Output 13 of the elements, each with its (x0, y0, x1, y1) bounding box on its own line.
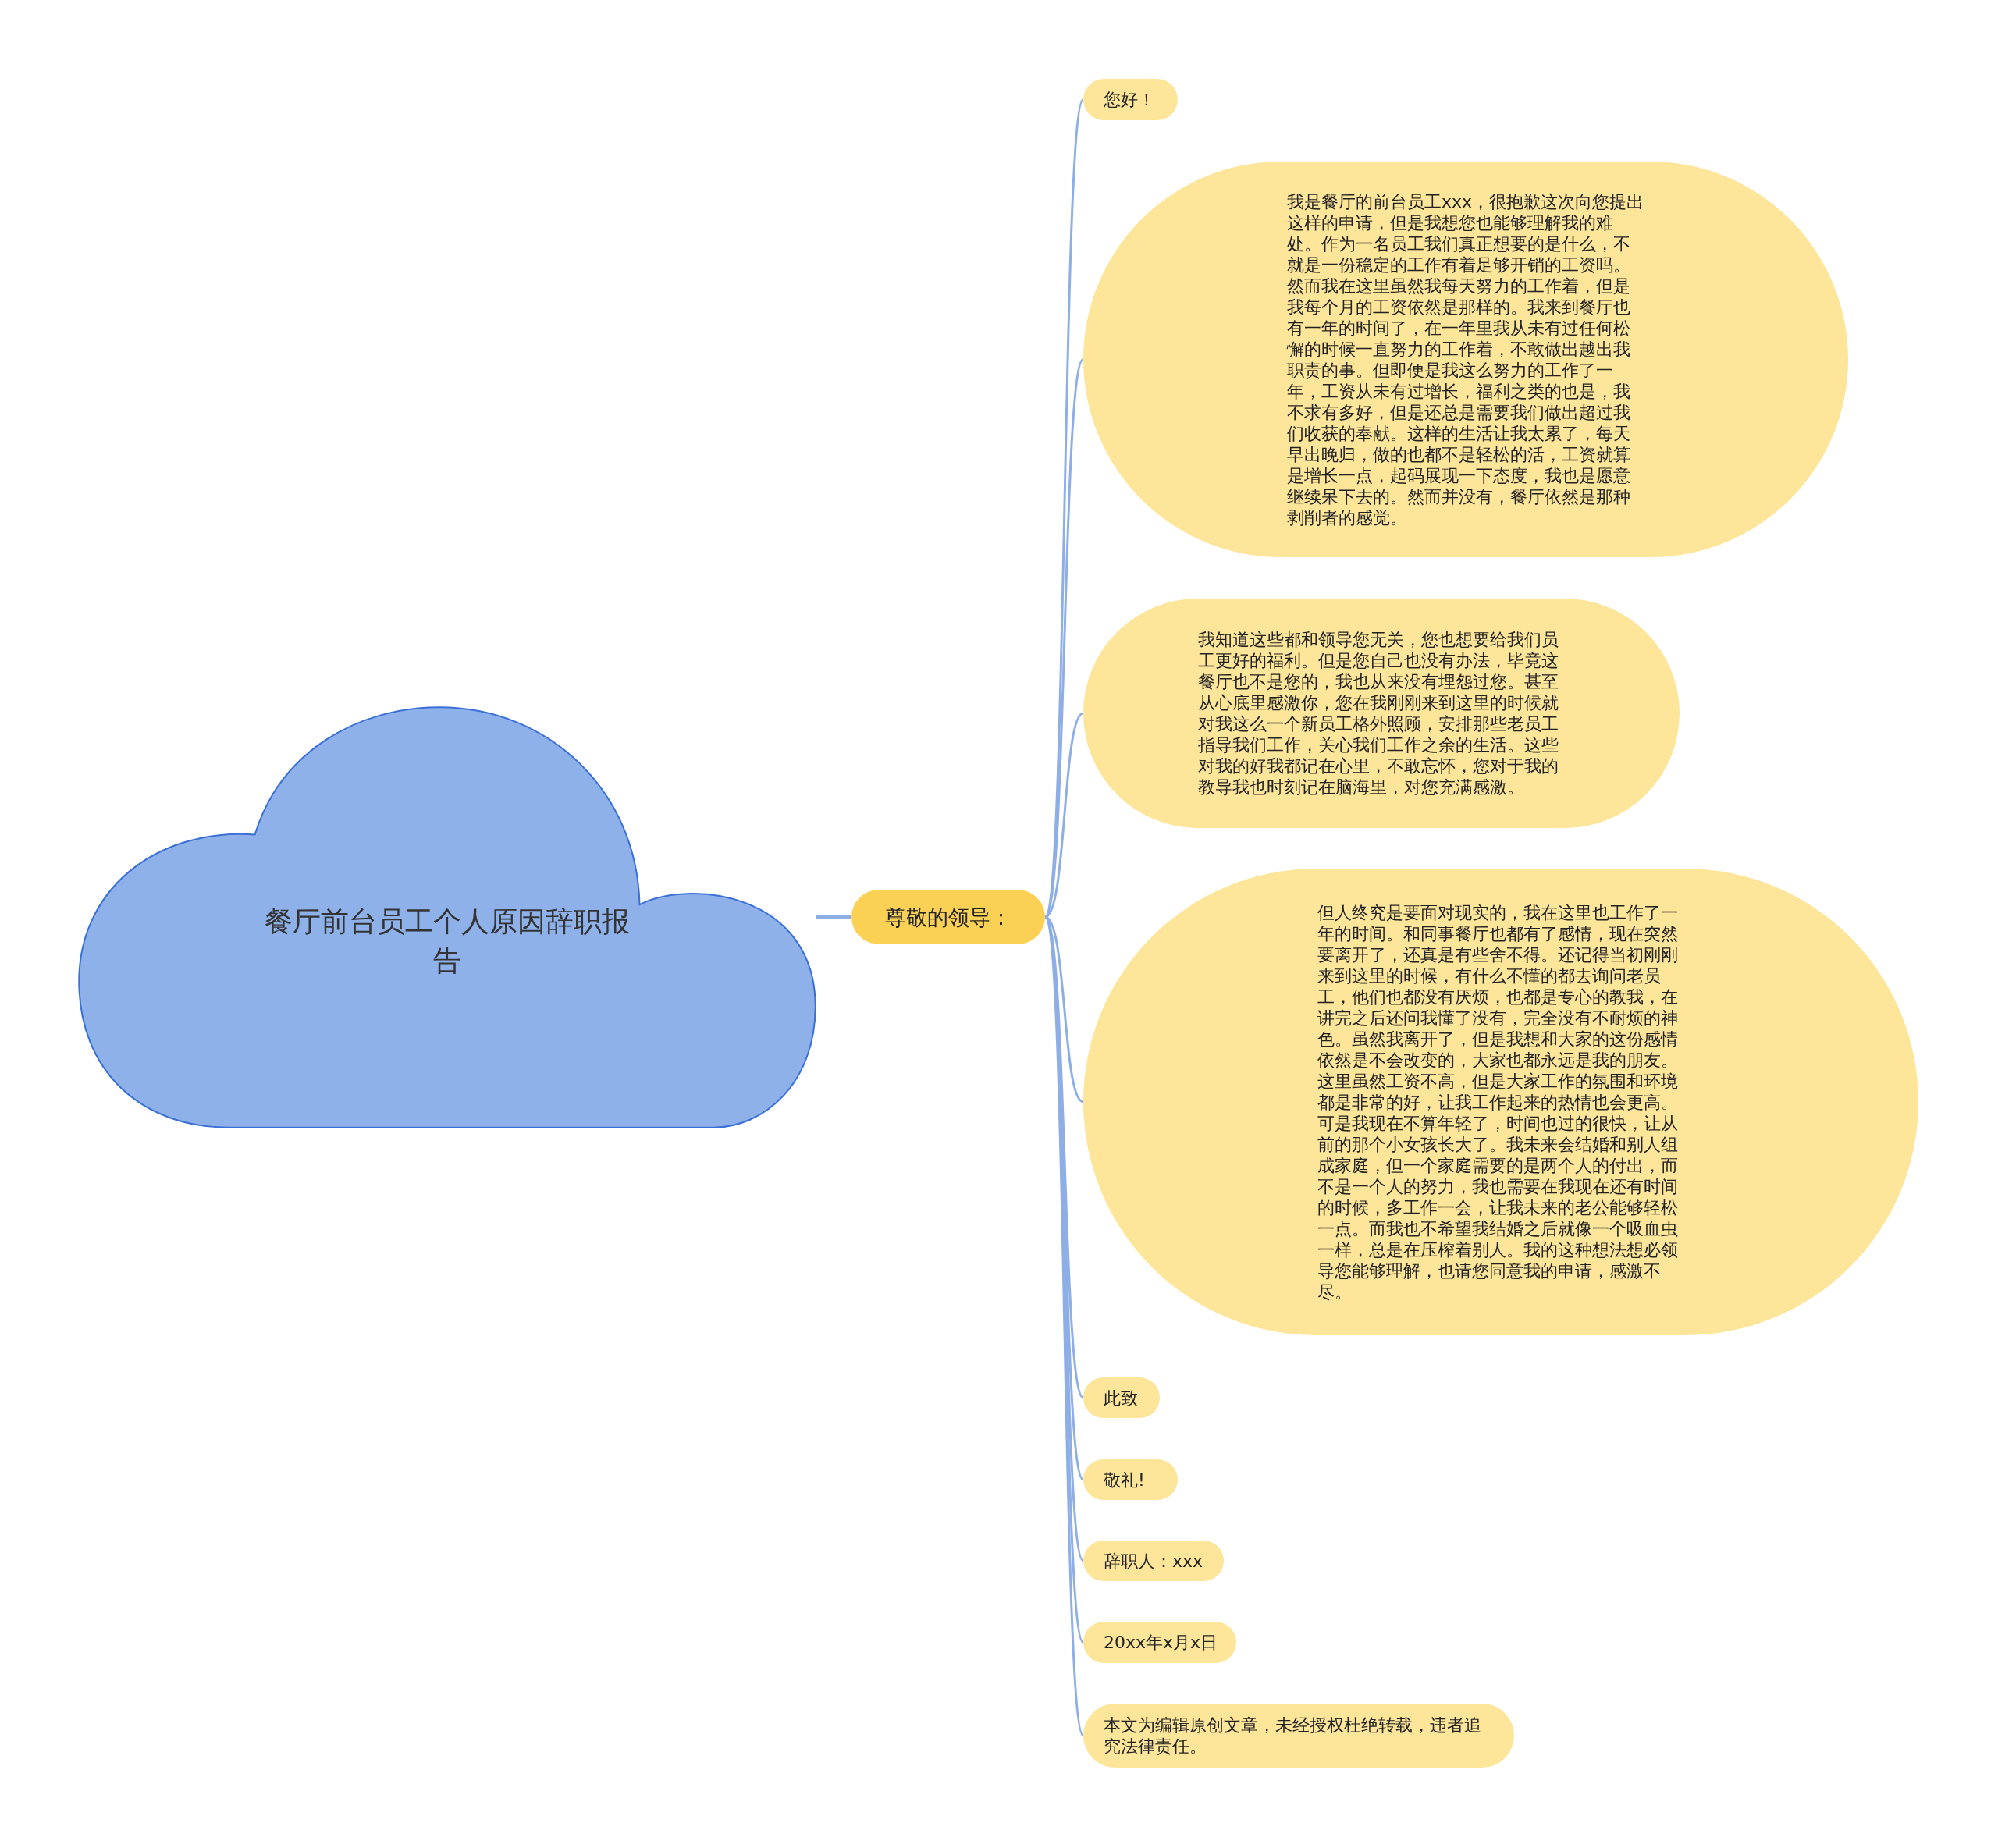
topic-bubble: 尊敬的领导： (851, 890, 1045, 944)
subtopic-bubble: 我是餐厅的前台员工xxx，很抱歉这次向您提出这样的申请，但是我想您也能够理解我的难处。作为一名员工我们真正想要的是什么，不就是一份稳定的工作有着足够开销的工资吗。然而我在这里虽然我每天努力的工作着，但是我每个月的工资依然是那样的。我来到餐厅也有一年的时间了，在一年里我从未有过任何松懈的时候一直努力的工作着，不敢做出越出我职责的事。但即便是我这么努力的工作了一年，工资从未有过增长，福利之类的也是，我不求有多好，但是还总是需要我们做出超过我们收获的奉献。这样的生活让我太累了，每天早出晚归，做的也都不是轻松的活，工资就算是增长一点，起码展现一下态度，我也是愿意继续呆下去的。然而并没有，餐厅依然是那种剥削者的感觉。 (1083, 162, 1848, 557)
cloud-title: 餐厅前台员工个人原因辞职报告 (264, 904, 631, 978)
subtopic-bubble: 此致 (1083, 1377, 1160, 1418)
subtopic-bubble: 20xx年x月x日 (1083, 1622, 1236, 1663)
subtopic-bubble: 我知道这些都和领导您无关，您也想要给我们员工更好的福利。但是您自己也没有办法，毕竟这餐厅也不是您的，我也从来没有埋怨过您。甚至从心底里感激你，您在我刚刚来到这里的时候就对我这么一个新员工格外照顾，安排那些老员工指导我们工作，关心我们工作之余的生活。这些对我的好我都记在心里，不敢忘怀，您对于我的教导我也时刻记在脑海里，对您充满感激。 (1083, 599, 1680, 828)
connector-line (1043, 358, 1085, 918)
subtopic-bubble: 您好！ (1083, 79, 1178, 120)
subtopic-bubble: 但人终究是要面对现实的，我在这里也工作了一年的时间。和同事餐厅也都有了感情，现在突然要离开了，还真是有些舍不得。还记得当初刚刚来到这里的时候，有什么不懂的都去询问老员工，他们也都没有厌烦，也都是专心的教我，在讲完之后还问我懂了没有，完全没有不耐烦的神色。虽然我离开了，但是我想和大家的这份感情依然是不会改变的，大家也都永远是我的朋友。这里虽然工资不高，但是大家工作的氛围和环境都是非常的好，让我工作起来的热情也会更高。可是我现在不算年轻了，时间也过的很快，让从前的那个小女孩长大了。我未来会结婚和别人组成家庭，但一个家庭需要的是两个人的付出，而不是一个人的努力，我也需要在我现在还有时间的时候，多工作一会，让我未来的老公能够轻松一点。而我也不希望我结婚之后就像一个吸血虫一样，总是在压榨着别人。我的这种想法想必领导您能够理解，也请您同意我的申请，感激不尽。 (1083, 869, 1918, 1335)
connector-line (816, 915, 851, 919)
subtopic-bubble: 本文为编辑原创文章，未经授权杜绝转载，违者追究法律责任。 (1083, 1704, 1514, 1768)
subtopic-bubble: 辞职人：xxx (1083, 1541, 1224, 1581)
subtopic-bubble: 敬礼! (1083, 1459, 1178, 1500)
